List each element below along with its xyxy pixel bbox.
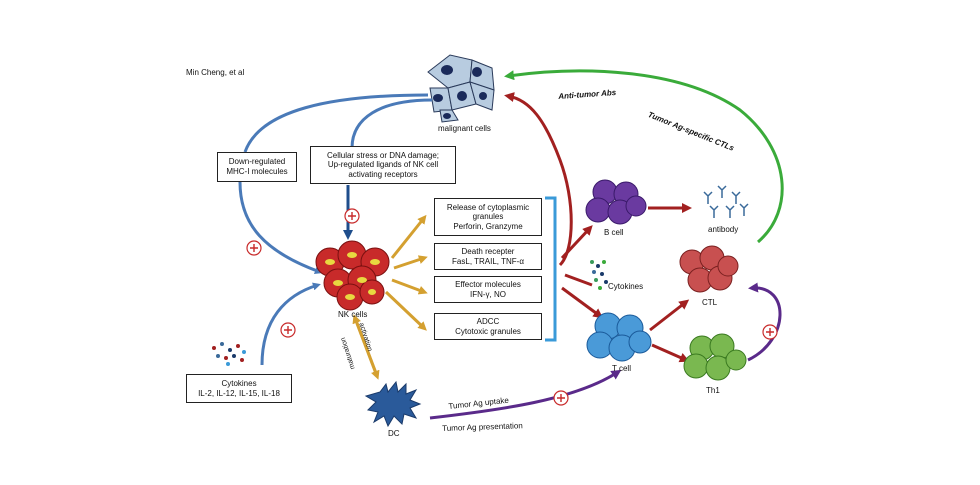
- ctl-label: CTL: [702, 298, 718, 307]
- nk-cells-cluster: [315, 240, 390, 311]
- dc-label: DC: [388, 429, 400, 438]
- arrow-nk-to-adcc: [384, 290, 427, 331]
- plus-icon: [246, 240, 262, 256]
- antibody-label: antibody: [708, 225, 739, 234]
- cytokines-box-line-2: IL-2, IL-12, IL-15, IL-18: [198, 388, 280, 398]
- stress-box-line-1: Cellular stress or DNA damage;: [326, 150, 440, 160]
- stress-box-line-3: activating receptors: [348, 169, 418, 179]
- antibody-icons: [703, 185, 749, 218]
- arrow-nk-to-death: [393, 255, 428, 270]
- arrow-dc-to-tcell: [429, 369, 622, 420]
- adcc-box: ADCC Cytotoxic granules: [434, 313, 542, 340]
- arrow-dc-to-nk: [352, 314, 379, 377]
- arrow-to-cytokines-right: [564, 273, 593, 287]
- effector-box: Effector molecules IFN-γ, NO: [434, 276, 542, 303]
- b-cell-label: B cell: [604, 228, 624, 237]
- effector-box-line-2: IFN-γ, NO: [470, 289, 506, 299]
- arrow-mhc-to-nk: [238, 181, 323, 275]
- t-cell-label: T cell: [612, 364, 631, 373]
- death-box: Death recepter FasL, TRAIL, TNF-α: [434, 243, 542, 270]
- adcc-box-line-2: Cytotoxic granules: [455, 326, 521, 336]
- arrow-to-tcell: [561, 286, 604, 319]
- author-credit: Min Cheng, et al: [186, 68, 245, 77]
- arrow-green-to-malignant: [504, 69, 784, 244]
- granules-box-line-1: Release of cytoplasmic: [446, 202, 530, 212]
- granules-box: Release of cytoplasmic granules Perforin…: [434, 198, 542, 236]
- arrow-nk-to-effector: [391, 278, 428, 295]
- cytokines-right-label: Cytokines: [608, 282, 644, 291]
- arrow-malignant-to-stress: [350, 98, 433, 149]
- plus-icon: [344, 208, 360, 224]
- effector-box-line-1: Effector molecules: [455, 279, 521, 289]
- arrow-malignant-to-mhc: [243, 93, 429, 153]
- malignant-cells-cluster: [427, 54, 495, 123]
- arrow-tcell-to-th1: [651, 343, 690, 363]
- stress-box-line-2: Up-regulated ligands of NK cell: [327, 160, 439, 170]
- mhc-box-line-1: Down-regulated: [228, 157, 286, 167]
- plus-icon: [280, 322, 296, 338]
- nk-cells-label: NK cells: [338, 310, 368, 319]
- th1-cluster: [683, 333, 747, 381]
- malignant-cells-label: malignant cells: [438, 124, 491, 133]
- plus-icon: [762, 324, 778, 340]
- arrow-cytokines-to-nk: [260, 282, 321, 366]
- plus-icon: [553, 390, 569, 406]
- cytokines-box-line-1: Cytokines: [221, 378, 257, 388]
- mhc-box: Down-regulated MHC-I molecules: [217, 152, 297, 182]
- t-cell-cluster: [586, 312, 652, 362]
- mhc-box-line-2: MHC-I molecules: [226, 167, 288, 176]
- stress-box: Cellular stress or DNA damage; Up-regula…: [310, 146, 456, 184]
- granules-box-line-3: Perforin, Granzyme: [453, 221, 523, 231]
- death-box-line-1: Death recepter: [461, 246, 515, 256]
- ctl-cluster: [679, 245, 739, 293]
- dc-cell: [364, 380, 422, 428]
- arrow-to-malignant-red: [504, 92, 573, 267]
- adcc-box-line-1: ADCC: [476, 316, 500, 326]
- cytokines-box: Cytokines IL-2, IL-12, IL-15, IL-18: [186, 374, 292, 403]
- arrow-th1-to-ctl: [747, 282, 782, 362]
- cytokines-dots-right: [590, 260, 608, 290]
- death-box-line-2: FasL, TRAIL, TNF-α: [452, 256, 524, 266]
- granules-box-line-2: granules: [472, 212, 504, 222]
- arrow-to-bcell: [560, 225, 593, 260]
- th1-label: Th1: [706, 386, 720, 395]
- b-cell-cluster: [585, 179, 647, 225]
- effector-bracket: [545, 196, 557, 342]
- arrow-tcell-to-ctl: [649, 299, 690, 332]
- cytokines-dots-left: [212, 342, 246, 366]
- arrow-nk-to-granules: [390, 214, 427, 259]
